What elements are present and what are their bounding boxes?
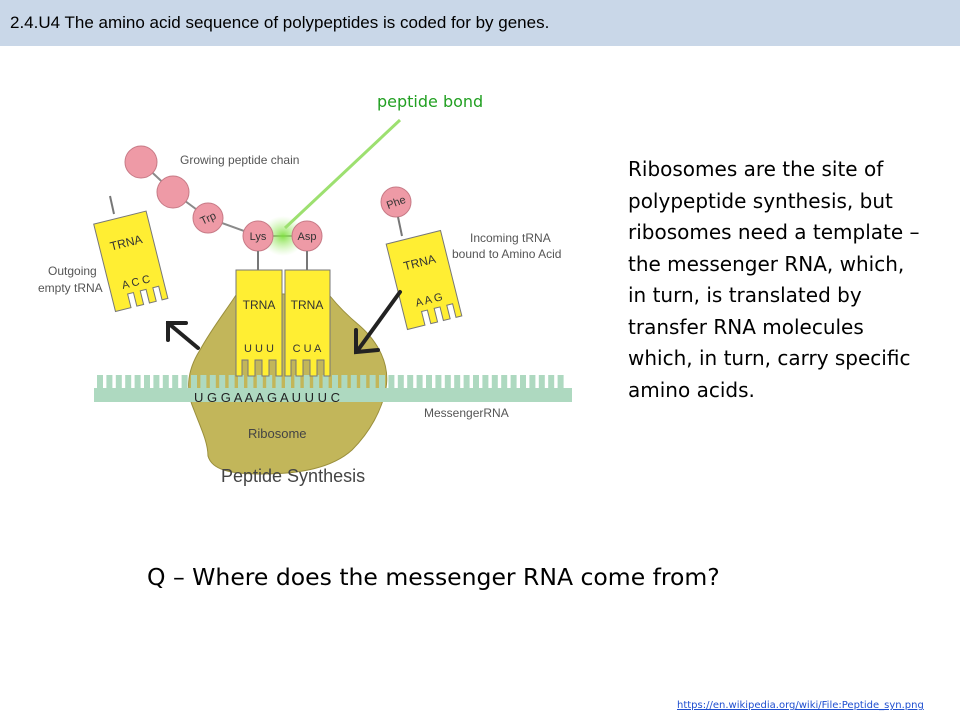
amino-acid-bead-2 xyxy=(156,175,190,209)
source-link[interactable]: https://en.wikipedia.org/wiki/File:Pepti… xyxy=(677,700,924,711)
incoming-label-line-1: Incoming tRNA xyxy=(470,231,551,245)
mrna-base xyxy=(473,375,479,389)
diagram-caption: Peptide Synthesis xyxy=(221,466,365,486)
peptide-bond-callout-line xyxy=(283,118,402,230)
mrna-base xyxy=(397,375,404,389)
mrna-base xyxy=(303,375,310,389)
outgoing-trna-body xyxy=(93,210,169,313)
mrna-base xyxy=(125,375,132,389)
mrna-base xyxy=(538,375,545,389)
p-site-trna: TRNA U U U xyxy=(235,269,283,377)
mrna-base xyxy=(153,375,160,389)
mrna-base xyxy=(491,375,498,389)
mrna-backbone xyxy=(94,388,572,402)
mrna-base xyxy=(219,375,226,389)
slide-title: 2.4.U4 The amino acid sequence of polype… xyxy=(10,13,550,32)
mrna-base xyxy=(162,375,169,389)
mrna-base xyxy=(313,375,320,389)
mrna-base xyxy=(209,375,216,389)
mrna-base xyxy=(416,375,423,389)
mrna-label: MessengerRNA xyxy=(424,406,509,420)
incoming-trna-body xyxy=(385,229,463,331)
mrna-base xyxy=(247,375,254,389)
a-site-trna-label: TRNA xyxy=(291,298,324,312)
mrna-base xyxy=(228,375,235,389)
p-site-trna-body xyxy=(235,269,283,377)
outgoing-stem xyxy=(109,195,115,215)
mrna-base xyxy=(407,375,414,389)
mrna-base xyxy=(322,375,329,389)
outgoing-trna: TRNA A C C xyxy=(93,210,169,313)
question-text: Q – Where does the messenger RNA come fr… xyxy=(147,563,720,591)
mrna-base xyxy=(369,375,376,389)
mrna-base xyxy=(454,375,461,389)
mrna-base xyxy=(435,375,442,389)
ribosome-label: Ribosome xyxy=(248,426,307,441)
mrna-base xyxy=(294,375,301,389)
incoming-trna: TRNA A A G xyxy=(385,229,463,331)
explanation-paragraph: Ribosomes are the site of polypeptide sy… xyxy=(628,157,920,402)
mrna-base xyxy=(191,375,197,389)
amino-acid-phe xyxy=(380,186,412,218)
mrna-bases xyxy=(97,375,564,389)
amino-acid-bead-1 xyxy=(124,145,158,179)
a-site-anticodon: C U A xyxy=(293,343,322,355)
mrna-base xyxy=(134,375,141,389)
amino-acid-trp xyxy=(192,202,224,234)
a-site-trna-body xyxy=(284,269,331,377)
mrna-base xyxy=(144,375,150,389)
mrna-base xyxy=(106,375,113,389)
callout-label: peptide bond xyxy=(377,92,483,111)
mrna-base xyxy=(115,375,122,389)
mrna-base xyxy=(548,375,555,389)
mrna-base xyxy=(341,375,348,389)
mrna-base xyxy=(285,375,291,389)
mrna-base xyxy=(463,375,470,389)
mrna-base xyxy=(529,375,536,389)
mrna-base xyxy=(172,375,179,389)
mrna-base xyxy=(482,375,489,389)
mrna-base xyxy=(350,375,357,389)
incoming-label-line-2: bound to Amino Acid xyxy=(452,247,561,261)
a-site-trna: TRNA C U A xyxy=(284,269,331,377)
mrna-sequence: U G G A A A G A U U U C xyxy=(194,390,340,405)
mrna-base xyxy=(266,375,273,389)
mrna-base xyxy=(360,375,367,389)
phe-stem xyxy=(397,216,403,237)
mrna-base xyxy=(379,375,385,389)
mrna-strand xyxy=(94,375,572,402)
mrna-base xyxy=(510,375,517,389)
mrna-base xyxy=(238,375,244,389)
lys-label: Lys xyxy=(250,231,267,243)
mrna-base xyxy=(181,375,188,389)
mrna-base xyxy=(501,375,508,389)
mrna-base xyxy=(444,375,451,389)
mrna-base xyxy=(275,375,282,389)
growing-chain-label: Growing peptide chain xyxy=(180,153,299,167)
mrna-base xyxy=(426,375,432,389)
outgoing-label-line-1: Outgoing xyxy=(48,264,97,278)
incoming-arrow xyxy=(354,290,402,355)
mrna-base xyxy=(332,375,338,389)
mrna-base xyxy=(388,375,395,389)
p-site-anticodon: U U U xyxy=(244,343,274,355)
mrna-base xyxy=(520,375,526,389)
mrna-base xyxy=(200,375,207,389)
mrna-base xyxy=(256,375,263,389)
outgoing-label-line-2: empty tRNA xyxy=(38,281,103,295)
mrna-base xyxy=(97,375,103,389)
asp-label: Asp xyxy=(298,231,317,243)
outgoing-arrow xyxy=(166,321,200,350)
mrna-base xyxy=(557,375,564,389)
title-bar: 2.4.U4 The amino acid sequence of polype… xyxy=(0,0,960,46)
p-site-trna-label: TRNA xyxy=(243,298,276,312)
peptide-bond-glow xyxy=(261,216,305,256)
